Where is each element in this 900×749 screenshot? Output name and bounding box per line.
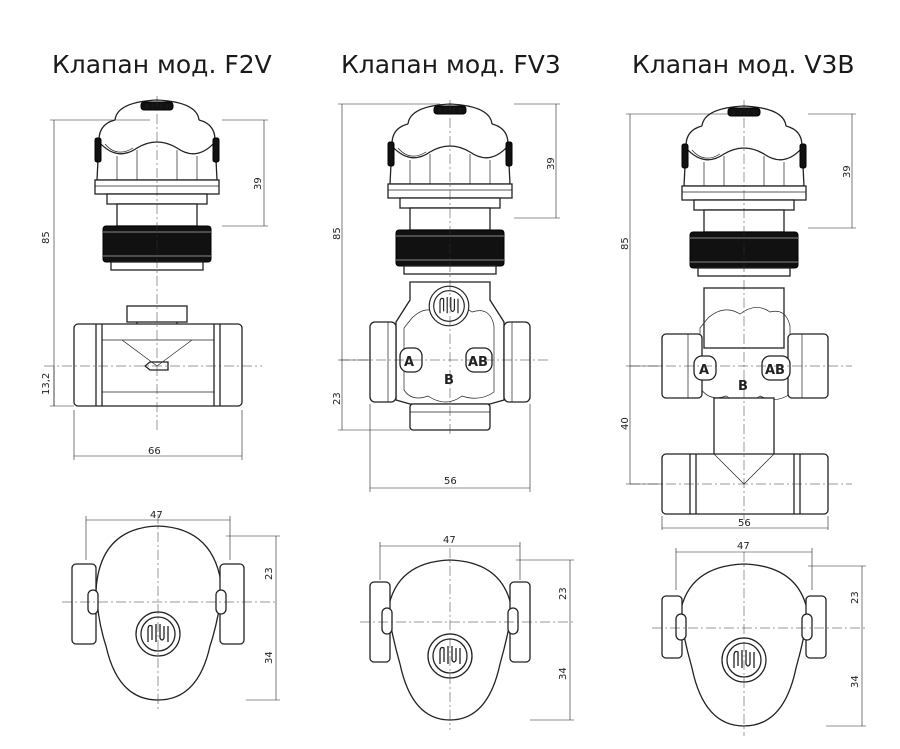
v3b-port-ab: AB — [765, 363, 785, 378]
v3b-front-view: A AB B 85 40 39 56 — [620, 100, 856, 530]
v3b-dim-head: 39 — [842, 165, 853, 178]
fv3-port-b: B — [444, 373, 454, 388]
fv3-dim-top-upper: 23 — [558, 587, 569, 600]
f2v-dim-offset: 13,2 — [41, 373, 52, 395]
fv3-dim-height: 85 — [332, 227, 343, 240]
title-fv3: Клапан мод. FV3 — [341, 50, 561, 79]
v3b-dim-width: 56 — [738, 518, 751, 529]
f2v-front-view: 85 13,2 39 66 — [41, 96, 268, 460]
v3b-dim-height: 85 — [620, 237, 631, 250]
fv3-dim-head: 39 — [546, 157, 557, 170]
fv3-port-ab: AB — [468, 355, 488, 370]
fv3-top-view: 47 23 34 — [360, 535, 574, 730]
v3b-port-a: A — [699, 363, 709, 378]
f2v-dim-head: 39 — [253, 177, 264, 190]
title-f2v: Клапан мод. F2V — [52, 50, 272, 79]
f2v-dim-top-upper: 23 — [264, 567, 275, 580]
v3b-top-view: 47 23 34 — [652, 541, 868, 736]
f2v-dim-top-lower: 34 — [264, 651, 275, 664]
v3b-dim-offset: 40 — [620, 417, 631, 430]
f2v-dim-top-width: 47 — [150, 510, 163, 521]
fv3-dim-width: 56 — [444, 476, 457, 487]
title-v3b: Клапан мод. V3B — [632, 50, 855, 79]
fv3-front-view: A AB B 85 23 39 56 — [332, 100, 560, 492]
v3b-dim-top-lower: 34 — [850, 675, 861, 688]
fv3-dim-top-lower: 34 — [558, 667, 569, 680]
f2v-top-view: 47 23 34 — [62, 510, 280, 712]
f2v-dim-height: 85 — [41, 231, 52, 244]
fv3-dim-top-width: 47 — [443, 535, 456, 546]
f2v-dim-width: 66 — [148, 446, 161, 457]
v3b-dim-top-upper: 23 — [850, 591, 861, 604]
fv3-port-a: A — [404, 355, 414, 370]
v3b-port-b: B — [738, 379, 748, 394]
v3b-dim-top-width: 47 — [737, 541, 750, 552]
fv3-dim-offset: 23 — [332, 392, 343, 405]
